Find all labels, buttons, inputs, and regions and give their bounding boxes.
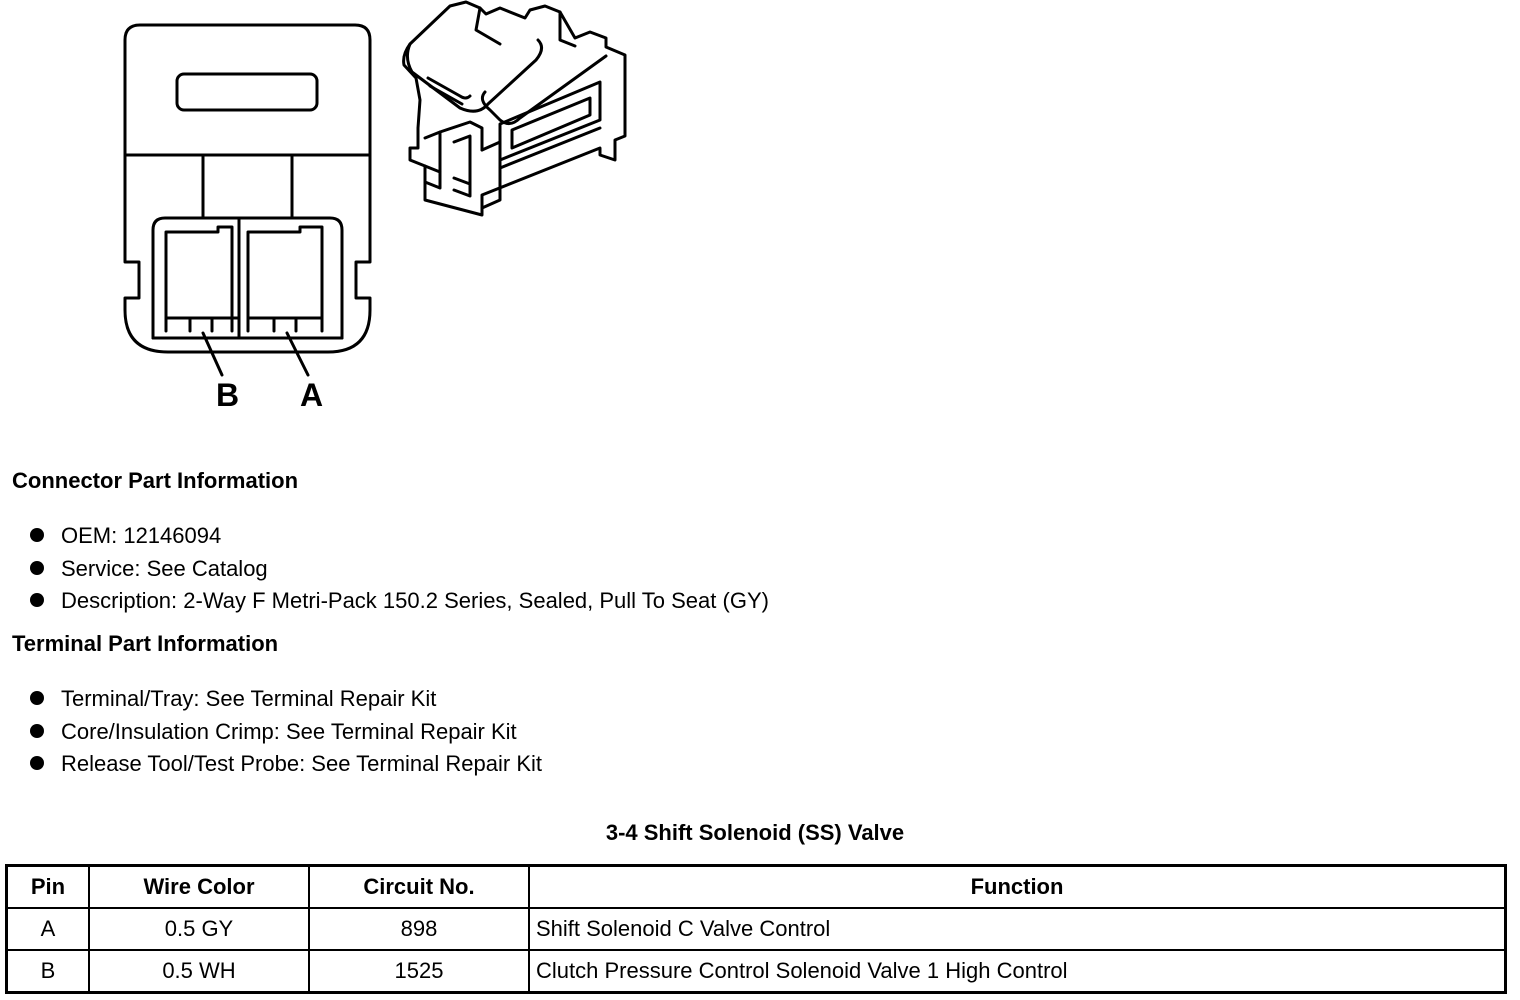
connector-front-view — [123, 23, 372, 377]
column-header-pin: Pin — [5, 864, 90, 909]
pin-label-b: B — [216, 377, 239, 413]
list-item: Terminal/Tray: See Terminal Repair Kit — [30, 683, 542, 716]
bullet-icon — [30, 691, 44, 706]
pinout-table: Pin Wire Color Circuit No. Function A 0.… — [5, 864, 1507, 994]
pin-label-a: A — [300, 377, 323, 413]
column-header-function: Function — [528, 864, 1507, 909]
terminal-info-list: Terminal/Tray: See Terminal Repair Kit C… — [30, 683, 542, 781]
cell-pin: A — [5, 907, 90, 951]
cell-circuit: 898 — [308, 907, 530, 951]
connector-diagram: B A — [123, 0, 627, 413]
cell-pin: B — [5, 949, 90, 994]
list-item: Description: 2-Way F Metri-Pack 150.2 Se… — [30, 585, 769, 618]
bullet-icon — [30, 756, 44, 771]
bullet-icon — [30, 723, 44, 738]
connector-isometric-view — [402, 0, 627, 217]
bullet-icon — [30, 560, 44, 575]
cell-function: Clutch Pressure Control Solenoid Valve 1… — [528, 949, 1507, 994]
table-row: B 0.5 WH 1525 Clutch Pressure Control So… — [5, 949, 1507, 994]
connector-info-heading: Connector Part Information — [12, 468, 299, 493]
terminal-info-heading: Terminal Part Information — [12, 631, 279, 656]
cell-wire-color: 0.5 GY — [88, 907, 310, 951]
bullet-icon — [30, 528, 44, 543]
table-title: 3-4 Shift Solenoid (SS) Valve — [605, 820, 905, 845]
cell-circuit: 1525 — [308, 949, 530, 994]
table-row: A 0.5 GY 898 Shift Solenoid C Valve Cont… — [5, 907, 1507, 951]
list-item: Core/Insulation Crimp: See Terminal Repa… — [30, 716, 542, 749]
connector-info-list: OEM: 12146094 Service: See Catalog Descr… — [30, 520, 769, 618]
list-item: Service: See Catalog — [30, 553, 769, 586]
column-header-wire-color: Wire Color — [88, 864, 310, 909]
column-header-circuit: Circuit No. — [308, 864, 530, 909]
cell-wire-color: 0.5 WH — [88, 949, 310, 994]
table-header-row: Pin Wire Color Circuit No. Function — [5, 864, 1507, 909]
bullet-icon — [30, 593, 44, 608]
list-item: Release Tool/Test Probe: See Terminal Re… — [30, 748, 542, 781]
list-item: OEM: 12146094 — [30, 520, 769, 553]
cell-function: Shift Solenoid C Valve Control — [528, 907, 1507, 951]
